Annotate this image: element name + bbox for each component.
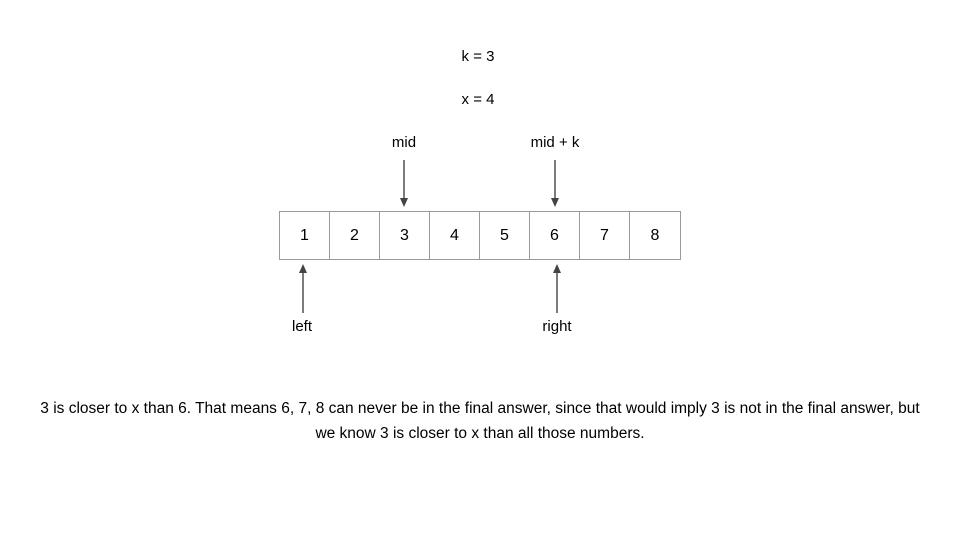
array-cell[interactable]: 6 <box>530 212 580 259</box>
array-cell[interactable]: 7 <box>580 212 630 259</box>
variable-x-text: x = 4 <box>461 91 495 108</box>
array-cell[interactable]: 4 <box>430 212 480 259</box>
array-cell[interactable]: 1 <box>280 212 330 259</box>
pointer-label-mid-plus-k: mid + k <box>530 134 580 151</box>
arrow-down-mid-plus-k-icon <box>547 160 563 208</box>
sorted-array: 1 2 3 4 5 6 7 8 <box>279 211 681 260</box>
array-cell[interactable]: 5 <box>480 212 530 259</box>
pointer-label-mid: mid <box>391 134 417 151</box>
variable-k-text: k = 3 <box>461 48 495 65</box>
array-cell[interactable]: 8 <box>630 212 680 259</box>
arrow-up-right-icon <box>549 263 565 313</box>
pointer-label-left: left <box>291 318 312 335</box>
arrow-up-left-icon <box>295 263 311 313</box>
array-cell[interactable]: 2 <box>330 212 380 259</box>
array-cell[interactable]: 3 <box>380 212 430 259</box>
explanation-caption: 3 is closer to x than 6. That means 6, 7… <box>40 400 920 442</box>
arrow-down-mid-icon <box>396 160 412 208</box>
pointer-label-right: right <box>542 318 572 335</box>
